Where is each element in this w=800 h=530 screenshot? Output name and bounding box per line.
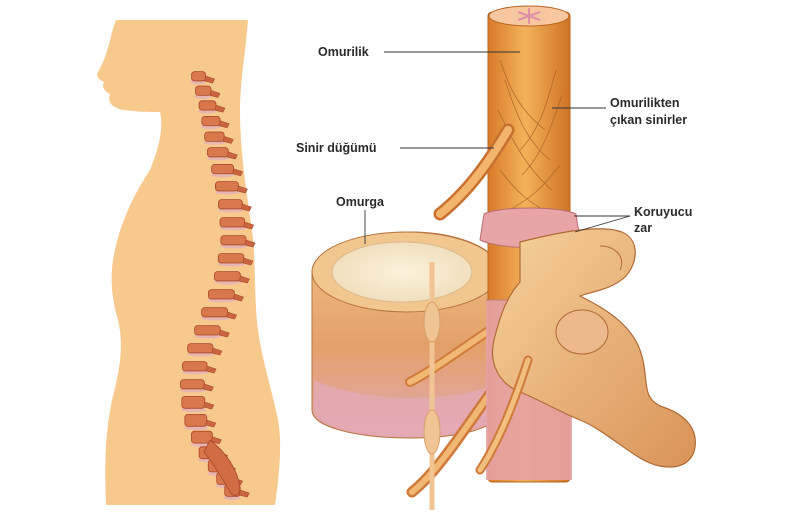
spine-process	[218, 120, 230, 129]
spinal-column	[179, 71, 256, 501]
spine-vertebra	[198, 100, 217, 111]
spine-process	[211, 347, 223, 356]
label-membrane-line1: Koruyucu	[634, 205, 692, 219]
spine-vertebra	[218, 199, 243, 210]
exiting-nerve	[475, 355, 533, 475]
spine-process	[218, 329, 230, 338]
spine-process	[214, 104, 226, 113]
spine-process	[204, 75, 216, 84]
spine-vertebra	[220, 235, 247, 246]
spine-process	[209, 90, 221, 98]
spine-process	[233, 293, 244, 302]
spine-process	[202, 383, 214, 392]
spine-vertebra	[211, 163, 234, 175]
vertebral-body	[311, 231, 501, 439]
label-vertebra-text: Omurga	[336, 195, 385, 209]
label-nerves-line1: Omurilikten	[610, 96, 679, 110]
spine-vertebra	[204, 131, 225, 142]
spine-vertebra	[215, 181, 239, 192]
spine-vertebra	[194, 325, 221, 336]
spine-process	[243, 221, 255, 230]
spine-process	[226, 151, 238, 160]
label-nerves: Omurilikten çıkan sinirler	[552, 96, 687, 127]
spine-vertebra	[201, 116, 221, 127]
body-silhouette	[97, 20, 281, 505]
spine-process	[239, 275, 250, 284]
spine-vertebra	[201, 307, 228, 318]
label-spinal-cord-text: Omurilik	[318, 45, 369, 59]
spine-vertebra	[182, 361, 208, 372]
spine-process	[244, 239, 256, 248]
vertebra-detail	[311, 5, 696, 510]
label-membrane-line2: zar	[634, 221, 652, 235]
spine-vertebra	[187, 343, 214, 354]
spine-vertebra	[207, 289, 235, 300]
spine-process	[205, 365, 217, 374]
spine-process	[242, 257, 254, 266]
spine-vertebra	[180, 379, 205, 390]
sacrum	[203, 439, 241, 496]
spine-vertebra	[195, 85, 212, 96]
spine-process	[222, 136, 234, 144]
label-nerves-line2: çıkan sinirler	[610, 113, 687, 127]
spine-process	[240, 203, 252, 212]
spine-vertebra	[217, 253, 245, 264]
spine-process	[205, 419, 217, 428]
spine-vertebra	[214, 271, 241, 282]
spine-vertebra	[207, 147, 229, 158]
spine-process	[210, 436, 222, 445]
label-vertebra: Omurga	[336, 195, 385, 244]
spine-vertebra	[181, 395, 206, 409]
spine-process	[237, 185, 248, 194]
spine-process	[226, 311, 237, 320]
spine-vertebra	[219, 217, 246, 228]
spine-vertebra	[191, 71, 207, 82]
vertebral-arch	[491, 228, 696, 468]
spine-process	[203, 401, 215, 410]
spine-process	[238, 489, 250, 498]
ganglion-nerve	[433, 123, 515, 221]
label-spinal-cord: Omurilik	[318, 45, 520, 59]
label-membrane: Koruyucu zar	[574, 205, 692, 235]
blood-vessel	[423, 262, 441, 510]
spine-vertebra	[184, 413, 208, 427]
label-ganglion-text: Sinir düğümü	[296, 141, 377, 155]
spine-process	[232, 168, 244, 177]
label-ganglion: Sinir düğümü	[296, 141, 494, 155]
